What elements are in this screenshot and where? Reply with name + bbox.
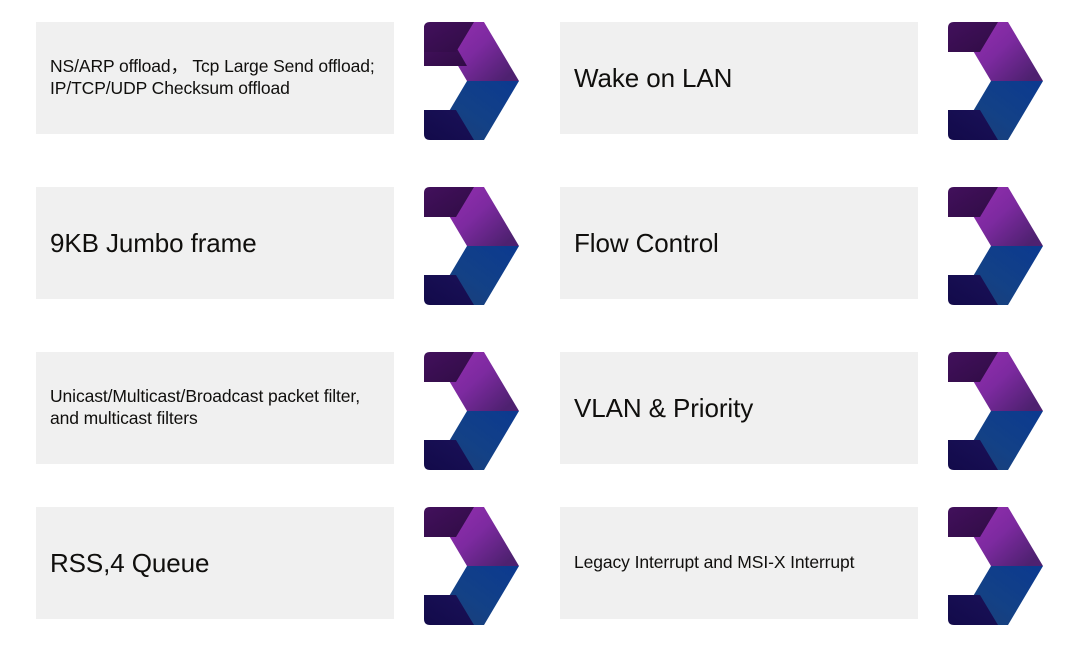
process-item-interrupt[interactable]: Legacy Interrupt and MSI-X Interrupt — [560, 496, 1046, 656]
label-bar: Unicast/Multicast/Broadcast packet filte… — [36, 352, 394, 464]
process-item-jumbo-frame[interactable]: 9KB Jumbo frame — [36, 176, 522, 336]
label-bar: Legacy Interrupt and MSI-X Interrupt — [560, 507, 918, 619]
process-item-rss-queue[interactable]: RSS,4 Queue — [36, 496, 522, 656]
label-bar: Wake on LAN — [560, 22, 918, 134]
item-label: Flow Control — [574, 227, 719, 258]
process-item-offload[interactable]: NS/ARP offload， Tcp Large Send offload; … — [36, 11, 522, 171]
process-item-vlan-priority[interactable]: VLAN & Priority — [560, 341, 1046, 501]
chevron-arrow-right-icon — [912, 341, 1046, 481]
chevron-arrow-right-icon — [388, 176, 522, 316]
chevron-arrow-right-icon — [388, 11, 522, 151]
process-item-flow-control[interactable]: Flow Control — [560, 176, 1046, 336]
process-item-wake-on-lan[interactable]: Wake on LAN — [560, 11, 1046, 171]
item-label: 9KB Jumbo frame — [50, 227, 257, 258]
chevron-arrow-right-icon — [388, 341, 522, 481]
label-bar: Flow Control — [560, 187, 918, 299]
item-label: Wake on LAN — [574, 62, 733, 93]
chevron-arrow-right-icon — [388, 496, 522, 636]
item-label: Unicast/Multicast/Broadcast packet filte… — [50, 386, 360, 428]
label-bar: NS/ARP offload， Tcp Large Send offload; … — [36, 22, 394, 134]
item-label: NS/ARP offload， Tcp Large Send offload; … — [50, 56, 375, 98]
item-label: Legacy Interrupt and MSI-X Interrupt — [574, 552, 855, 573]
process-item-packet-filter[interactable]: Unicast/Multicast/Broadcast packet filte… — [36, 341, 522, 501]
label-bar: VLAN & Priority — [560, 352, 918, 464]
label-bar: 9KB Jumbo frame — [36, 187, 394, 299]
chevron-arrow-right-icon — [912, 176, 1046, 316]
chevron-arrow-right-icon — [912, 11, 1046, 151]
label-bar: RSS,4 Queue — [36, 507, 394, 619]
item-label: RSS,4 Queue — [50, 547, 210, 578]
chevron-arrow-right-icon — [912, 496, 1046, 636]
item-label: VLAN & Priority — [574, 392, 754, 423]
